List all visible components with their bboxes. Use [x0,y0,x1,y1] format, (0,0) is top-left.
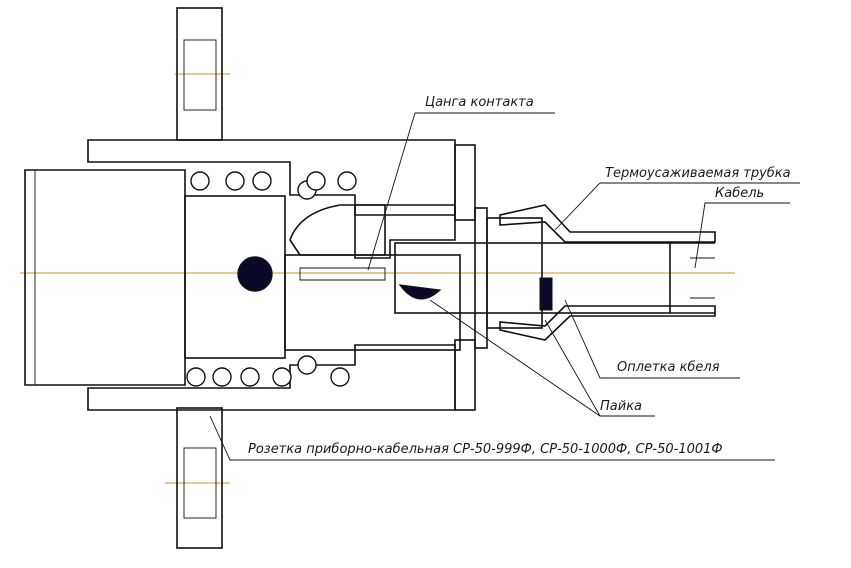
label-braid: Оплетка кбеля [617,360,720,375]
contact-ball [237,256,273,292]
label-collet: Цанга контакта [425,95,534,110]
heat-shrink-tube [499,204,716,341]
collet [289,204,456,281]
label-solder: Пайка [600,399,642,414]
braid-solder [539,277,553,311]
solder-joint [398,284,442,300]
label-cable: Кабель [715,186,764,201]
cable [670,242,715,314]
cable-insulation [394,242,671,314]
spring-coils [186,171,357,387]
ferrule [474,207,543,349]
housing [87,139,476,411]
leader-lines [209,112,800,461]
label-socket: Розетка приборно-кабельная СР-50-999Ф, С… [248,442,723,457]
label-heat-shrink: Термоусаживаемая трубка [605,166,791,181]
flange-bottom [176,407,223,549]
